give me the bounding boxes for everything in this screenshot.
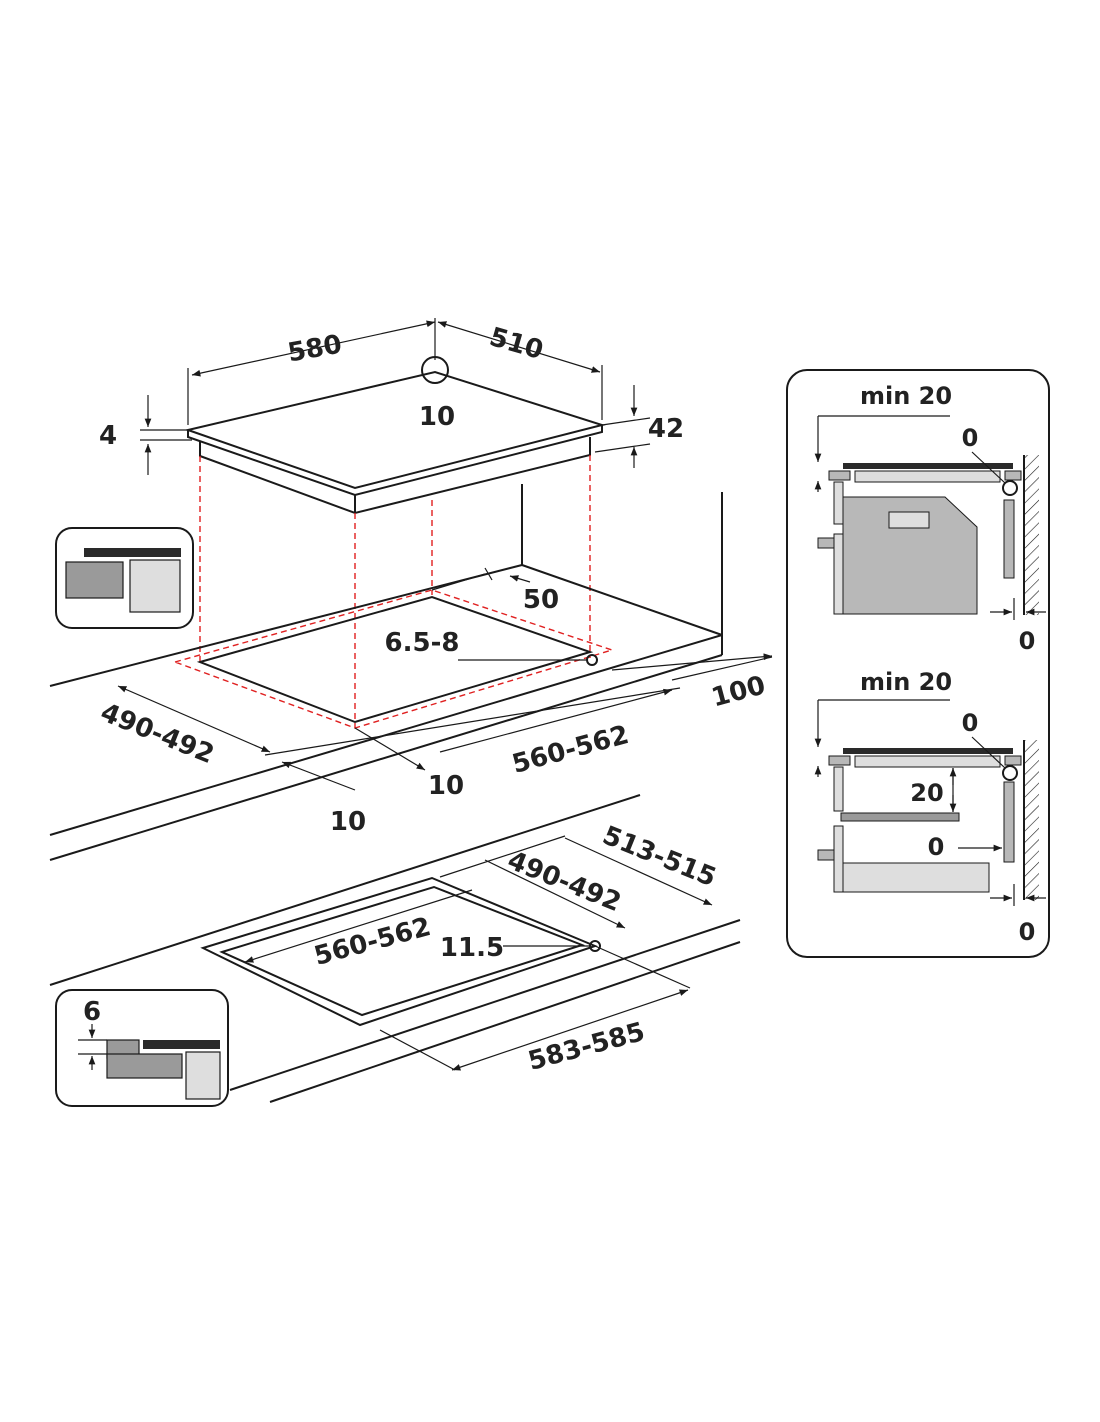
inset-standard [55,527,194,629]
side-bottom-wall-label: 0 [1019,918,1036,946]
hob-glass-top [184,370,606,490]
cutout-offset-a-label: 10 [428,771,464,801]
hob-radius-label: 10 [419,402,455,432]
corner-radius-marker [421,356,449,384]
hob-height-label: 42 [648,414,684,444]
cutout-outline [196,595,594,724]
hob-unit: 580 510 10 4 42 [99,318,684,515]
hob-glass-label: 4 [99,421,117,451]
side-bottom-min-label: min 20 [860,668,952,696]
hob-glass-edge [187,425,603,497]
side-top-min-label: min 20 [860,382,952,410]
side-top-gap-label: 0 [962,424,979,452]
side-bottom-shelf-gap-label: 0 [928,833,945,861]
flush-radius-label: 11.5 [440,933,504,963]
cutout-corner-marker [586,654,598,666]
hob-depth-label: 510 [486,322,546,366]
cutout-rear-label: 50 [523,585,559,615]
flush-inner-cutout [219,885,585,1017]
flush-outer-depth-label: 513-515 [598,821,720,894]
worktop-cutout: 50 6.5-8 490-492 560-562 100 10 10 [49,484,773,861]
cutout-depth-label: 490-492 [96,698,218,771]
side-bottom-gap-label: 0 [962,709,979,737]
cutout-wall-label: 100 [708,670,768,713]
inset-flush: 6 [55,989,229,1107]
inset-step-label: 6 [83,997,101,1027]
hob-body [199,437,591,515]
flush-corner-marker [589,940,601,952]
projection-guides [172,455,615,729]
side-panel: min 20 0 0 [786,369,1050,958]
side-bottom-shelf-label: 20 [910,779,943,807]
cutout-offset-b-label: 10 [330,807,366,837]
cutout-radius-label: 6.5-8 [385,628,460,658]
flush-outer-width-label: 583-585 [525,1017,648,1077]
side-detail-bottom: min 20 0 20 0 0 [814,668,1046,946]
side-top-wall-label: 0 [1019,627,1036,655]
hob-width-label: 580 [285,330,344,369]
side-detail-top: min 20 0 0 [814,382,1046,655]
